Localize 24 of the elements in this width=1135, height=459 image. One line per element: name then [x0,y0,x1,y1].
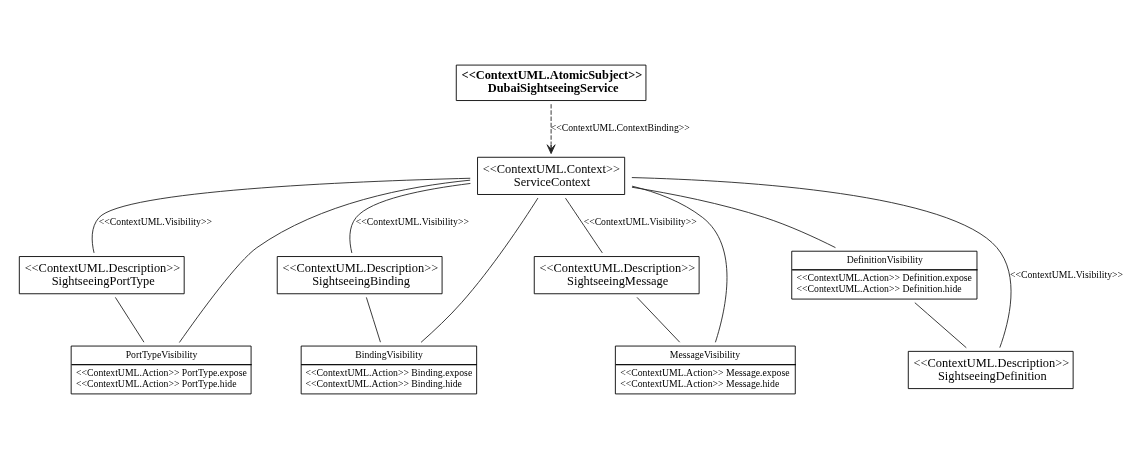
edge-label: <<ContextUML.Visibility>> [1009,268,1124,280]
connector [420,197,539,343]
node-box: <<ContextUML.Description>> SightseeingMessage [533,256,700,295]
edge-label: <<ContextUML.ContextBinding>> [550,122,690,134]
node-box: <<ContextUML.AtomicSubject>> DubaiSightseeingService [455,64,647,101]
connector [631,186,836,249]
connector [349,183,471,254]
connector [91,177,471,254]
node-box: <<ContextUML.Description>> SightseeingBinding [276,256,443,295]
connector [636,296,681,343]
connector [631,177,1012,349]
connector [365,296,381,343]
connector [114,296,145,343]
edge-label: <<ContextUML.Visibility>> [98,216,212,228]
connector [631,185,728,343]
connector [914,302,967,349]
node-box: <<ContextUML.Description>> SightseeingDefinition [907,350,1074,390]
node-box: <<ContextUML.Context>> ServiceContext [477,156,626,195]
connector [565,197,603,254]
edge-label: <<ContextUML.Visibility>> [583,216,697,228]
edge-label: <<ContextUML.Visibility>> [355,216,469,228]
node-box: <<ContextUML.Description>> SightseeingPortType [18,256,185,295]
arrow [546,103,556,155]
connector [178,179,471,343]
